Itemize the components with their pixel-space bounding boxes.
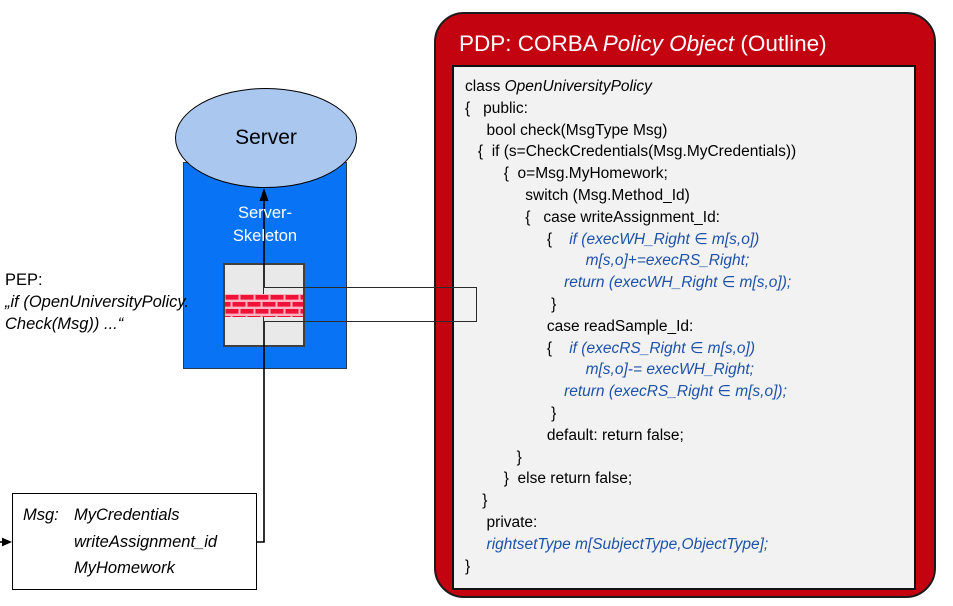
right-arrowhead-icon	[2, 537, 12, 547]
pep-pseudocode-line1: „if (OpenUniversityPolicy.	[5, 293, 189, 311]
pep-pseudocode-line2: Check(Msg)) ...“	[5, 315, 124, 333]
msg-line: MyHomework	[13, 555, 256, 582]
msg-prefix: Msg:	[23, 506, 59, 524]
code-line: switch (Msg.Method_Id)	[465, 186, 690, 204]
msg-line: writeAssignment_id	[13, 529, 256, 556]
pdp-code-box: class OpenUniversityPolicy { public: bool…	[452, 65, 916, 590]
code-line: rightsetType m[SubjectType,ObjectType];	[486, 535, 769, 553]
server-skeleton-label: Server- Skeleton	[232, 204, 298, 245]
code-line: }	[465, 492, 488, 510]
code-line: m[s,o]+=execRS_Right;	[585, 252, 750, 270]
code-line: { if (s=CheckCredentials(Msg.MyCredentia…	[465, 143, 797, 161]
msg-box: Msg: MyCredentials writeAssignment_id My…	[12, 493, 257, 590]
code-line: default: return false;	[465, 426, 684, 444]
code-line: { public:	[465, 99, 528, 117]
code-line: class OpenUniversityPolicy	[465, 78, 652, 95]
msg-item: MyCredentials	[74, 506, 180, 524]
code-line: }	[465, 557, 471, 575]
server-ellipse: Server	[175, 88, 357, 188]
code-line: } else return false;	[465, 470, 633, 488]
pdp-panel: PDP: CORBA Policy Object (Outline) class…	[434, 12, 936, 598]
code-line: case readSample_Id:	[465, 317, 694, 335]
code-line: m[s,o]-= execWH_Right;	[585, 361, 754, 379]
msg-line: Msg: MyCredentials	[13, 502, 256, 529]
pep-label-block: PEP: „if (OpenUniversityPolicy. Check(Ms…	[5, 269, 245, 335]
code-line: { if (execWH_Right ∈ m[s,o])	[465, 230, 760, 248]
msg-item: writeAssignment_id	[74, 532, 218, 551]
code-line: }	[465, 295, 557, 313]
code-line: { case writeAssignment_Id:	[465, 208, 720, 226]
pdp-code: class OpenUniversityPolicy { public: bool…	[454, 67, 914, 577]
code-line: private:	[465, 513, 538, 531]
pep-label: PEP:	[5, 271, 43, 289]
server-label: Server	[235, 126, 297, 149]
code-line: }	[465, 404, 557, 422]
code-line: return (execWH_Right ∈ m[s,o]);	[564, 274, 792, 292]
pdp-panel-title: PDP: CORBA Policy Object (Outline)	[459, 31, 827, 56]
brick-wall-icon	[225, 294, 303, 317]
msg-item: MyHomework	[74, 559, 175, 577]
code-line: { o=Msg.MyHomework;	[465, 165, 668, 183]
code-line: { if (execRS_Right ∈ m[s,o])	[465, 339, 756, 357]
code-line: }	[465, 448, 522, 466]
code-line: return (execRS_Right ∈ m[s,o]);	[564, 383, 787, 401]
code-line: bool check(MsgType Msg)	[465, 121, 668, 139]
